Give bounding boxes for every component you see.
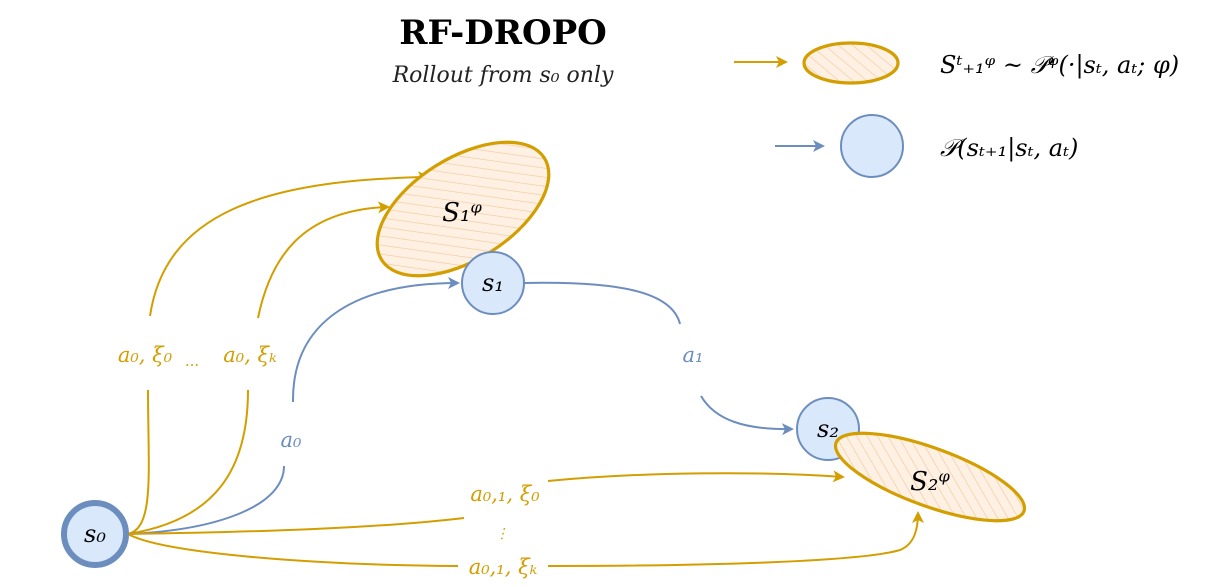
edge-s1-to-s2-upper	[523, 281, 681, 325]
state-set-S2	[833, 431, 1027, 523]
legend-gold-ellipse	[802, 41, 900, 85]
state-set-S2-label: S₂ᵠ	[910, 467, 950, 497]
edge-s1-to-s2-lower	[700, 395, 794, 436]
edge-label-a0-xi0: a₀, ξ₀	[118, 343, 173, 367]
edge-label-a0: a₀	[281, 428, 303, 452]
legend-blue-state	[840, 114, 904, 178]
diagram-title: RF-DROPO	[399, 13, 607, 53]
edge-s0-to-S2-xi0-right	[547, 470, 845, 483]
edge-label-a01-xiK: a₀,₁, ξₖ	[469, 555, 538, 579]
edge-label-a01-xi0: a₀,₁, ξ₀	[470, 482, 540, 506]
state-s0[interactable]	[61, 500, 129, 568]
edge-s0-to-S1-xiK-upper	[257, 201, 390, 319]
legend-blue-label: 𝒫(sₜ₊₁|sₜ, aₜ)	[940, 134, 1078, 163]
edge-s0-to-S2-xiK-left	[127, 533, 459, 567]
edge-s0-to-S1-xi0-lower	[127, 389, 150, 535]
edge-s0-to-s1-lower	[127, 465, 285, 535]
edge-s0-to-S2-xiK-right	[547, 511, 924, 567]
state-set-S1-label: S₁ᵠ	[442, 198, 482, 228]
edge-s0-to-S2-xi0-left	[127, 517, 465, 535]
edge-label-dots-top: ...	[185, 352, 199, 370]
state-s2-label: s₂	[817, 415, 839, 443]
edge-s0-to-S1-xiK-lower	[127, 389, 249, 535]
edge-label-dots-vertical: ⋮	[495, 526, 509, 542]
edge-label-a1: a₁	[683, 343, 704, 367]
edge-s0-to-s1-upper	[291, 277, 460, 403]
state-s0-label: s₀	[84, 520, 106, 548]
edge-s0-to-S1-xi0-upper	[149, 171, 430, 317]
diagram-subtitle: Rollout from s₀ only	[392, 63, 614, 88]
state-s1[interactable]	[461, 251, 525, 315]
state-s1-label: s₁	[482, 269, 504, 297]
legend-gold-label: Sᵗ₊₁ᵠ ~ 𝒫ᵠ(·|sₜ, aₜ; φ)	[940, 51, 1179, 80]
edge-label-a0-xiK: a₀, ξₖ	[223, 343, 277, 367]
